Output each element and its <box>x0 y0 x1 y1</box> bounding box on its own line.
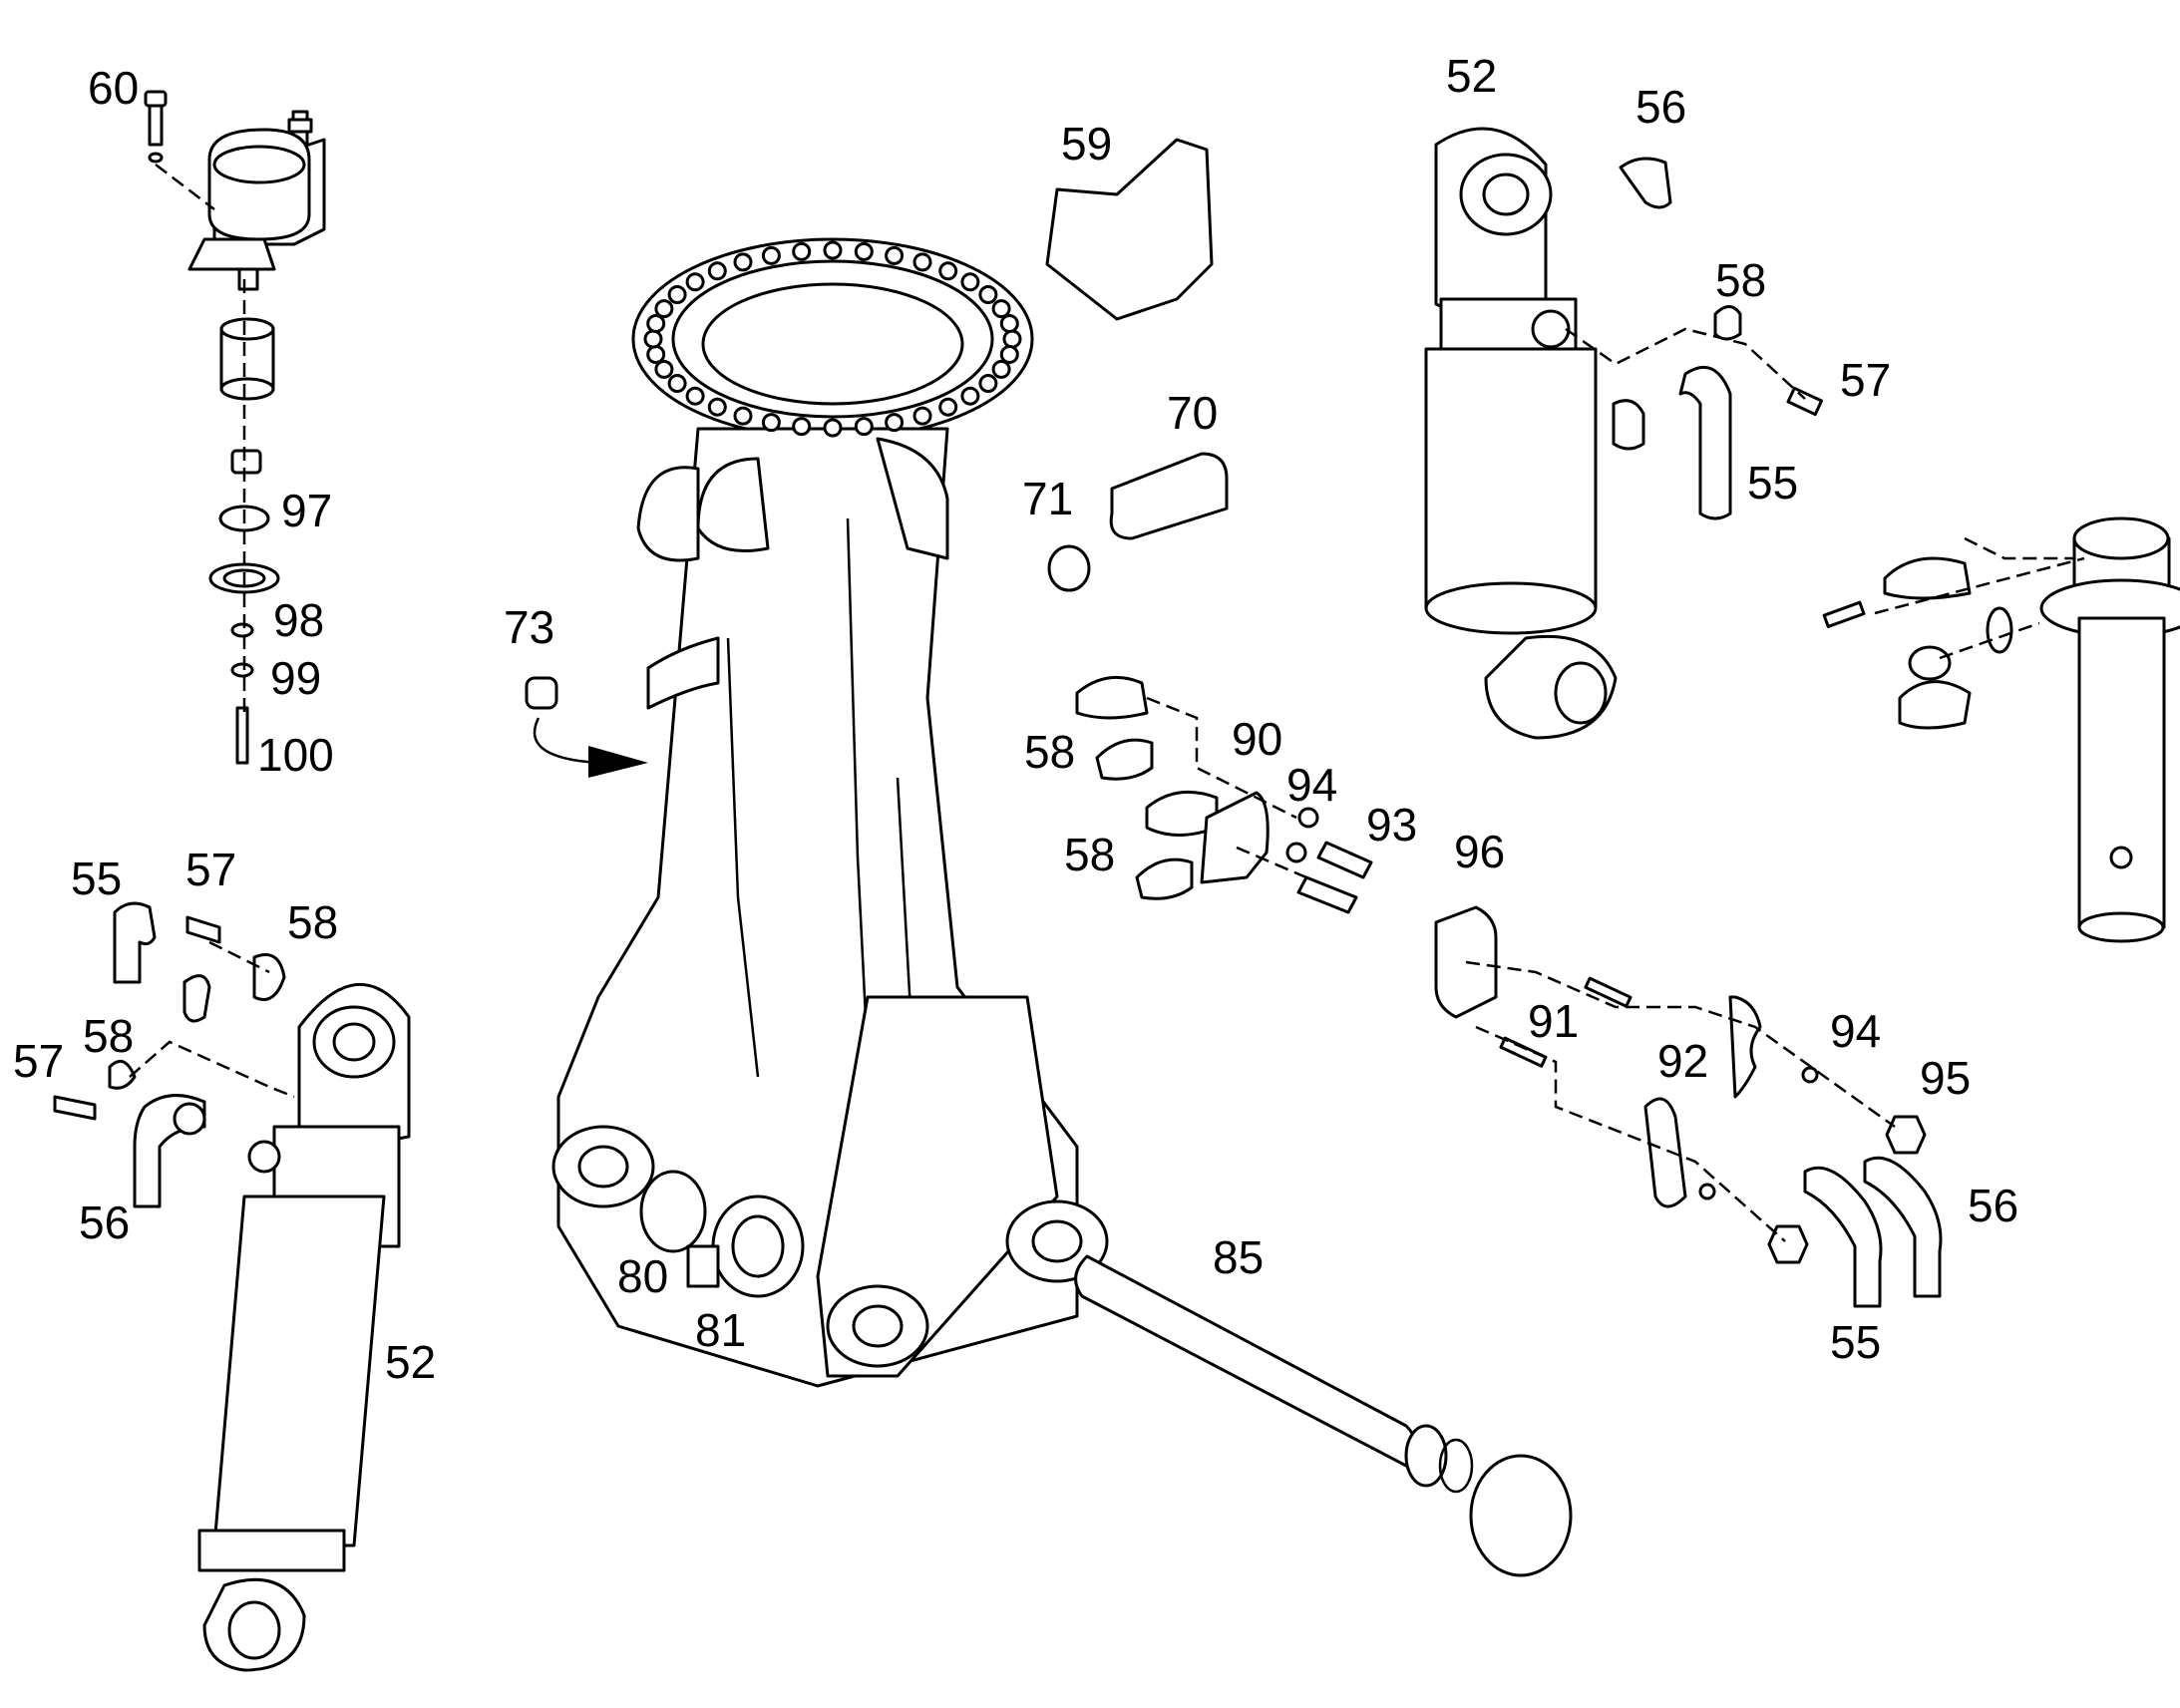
bearing-ball <box>685 386 705 406</box>
callout-56-top: 56 <box>1635 81 1686 133</box>
bearing-ball <box>792 241 812 261</box>
callout-55-top: 55 <box>1747 457 1798 509</box>
bearing-ball <box>978 285 998 304</box>
bearing-ball <box>1002 329 1022 349</box>
callout-73: 73 <box>504 601 554 653</box>
bearing-ball <box>654 299 674 319</box>
callout-58-top: 58 <box>1715 254 1766 306</box>
callout-52-top: 52 <box>1446 50 1497 102</box>
callout-55-right: 55 <box>1830 1316 1881 1368</box>
callout-57-left1: 57 <box>185 844 236 895</box>
callout-93: 93 <box>1366 799 1417 851</box>
bearing-ball <box>854 417 874 437</box>
bearing-ball <box>707 261 727 281</box>
callout-56-left: 56 <box>79 1196 130 1248</box>
bearing-ball <box>643 329 663 349</box>
bearing-ball <box>733 252 753 272</box>
callout-58-left1: 58 <box>287 896 338 948</box>
callout-58-mid1: 58 <box>1024 726 1075 778</box>
callout-labels: 60 97 98 99 100 59 70 71 73 52 56 58 57 … <box>13 50 2018 1388</box>
rotary-joint <box>1822 516 2180 943</box>
callout-91: 91 <box>1528 995 1579 1047</box>
callout-59: 59 <box>1061 118 1112 170</box>
bearing-ball <box>991 299 1011 319</box>
bearing-ball <box>654 359 674 379</box>
callout-90: 90 <box>1232 713 1282 765</box>
bracket-assembly <box>1434 905 1943 1308</box>
bearing-ball <box>912 252 932 272</box>
grease-nipple <box>525 676 648 778</box>
bearing-ball <box>885 413 905 433</box>
main-pin <box>1074 1254 1573 1577</box>
pin <box>1109 452 1229 540</box>
cover-plate <box>1045 138 1214 321</box>
clamp-set-middle <box>1075 675 1373 914</box>
bearing-ball <box>667 285 687 304</box>
callout-98: 98 <box>273 594 324 646</box>
seal-set <box>639 1170 805 1298</box>
swing-motor-assembly <box>144 90 326 765</box>
left-cylinder-fittings <box>53 901 295 1208</box>
callout-71: 71 <box>1022 473 1073 524</box>
right-cylinder-fittings <box>1565 157 1824 520</box>
callout-58-left2: 58 <box>83 1010 134 1062</box>
bearing-ball <box>912 406 932 426</box>
bearing-ball <box>646 314 666 333</box>
callout-60: 60 <box>88 62 139 114</box>
bearing-ball <box>999 314 1019 333</box>
callout-85: 85 <box>1213 1231 1264 1283</box>
callout-57-top: 57 <box>1840 354 1891 406</box>
callout-58-mid2: 58 <box>1064 829 1115 880</box>
bearing-ball <box>761 245 781 265</box>
bearing-ball <box>733 406 753 426</box>
mast-frame <box>551 237 1109 1388</box>
callout-94-mid: 94 <box>1286 759 1337 811</box>
bearing-ball <box>938 397 958 417</box>
bearing-ball <box>978 374 998 393</box>
hydraulic-cylinder-left <box>197 982 411 1672</box>
bearing-ball <box>960 386 980 406</box>
bearing-ball <box>823 240 843 260</box>
hydraulic-cylinder-right <box>1424 127 1618 740</box>
bearing-ball <box>960 272 980 292</box>
bearing-ball <box>991 359 1011 379</box>
bearing-ball <box>938 261 958 281</box>
bearing-ball <box>885 245 905 265</box>
bearing-ball <box>854 241 874 261</box>
callout-80: 80 <box>617 1250 668 1302</box>
bearing-ball <box>685 272 705 292</box>
bearing-ball <box>999 345 1019 364</box>
bearing-ball <box>792 417 812 437</box>
callout-100: 100 <box>257 729 334 781</box>
callout-52-left: 52 <box>385 1336 436 1388</box>
bearing-ball <box>667 374 687 393</box>
bearing-ball <box>646 345 666 364</box>
callout-96: 96 <box>1454 826 1505 877</box>
callout-55-left: 55 <box>71 853 122 904</box>
bearing-ball <box>707 397 727 417</box>
callout-57-left2: 57 <box>13 1035 64 1087</box>
bearing-ball <box>761 413 781 433</box>
callout-81: 81 <box>695 1304 746 1356</box>
callout-56-right: 56 <box>1968 1180 2018 1231</box>
callout-70: 70 <box>1167 387 1218 439</box>
callout-92: 92 <box>1657 1035 1708 1087</box>
slewing-ring-balls <box>643 240 1022 438</box>
bearing-ball <box>823 418 843 438</box>
retaining-ring <box>1047 544 1091 592</box>
callout-94-right: 94 <box>1830 1005 1881 1057</box>
callout-95: 95 <box>1920 1052 1971 1104</box>
callout-97: 97 <box>281 485 332 536</box>
callout-99: 99 <box>270 652 321 704</box>
